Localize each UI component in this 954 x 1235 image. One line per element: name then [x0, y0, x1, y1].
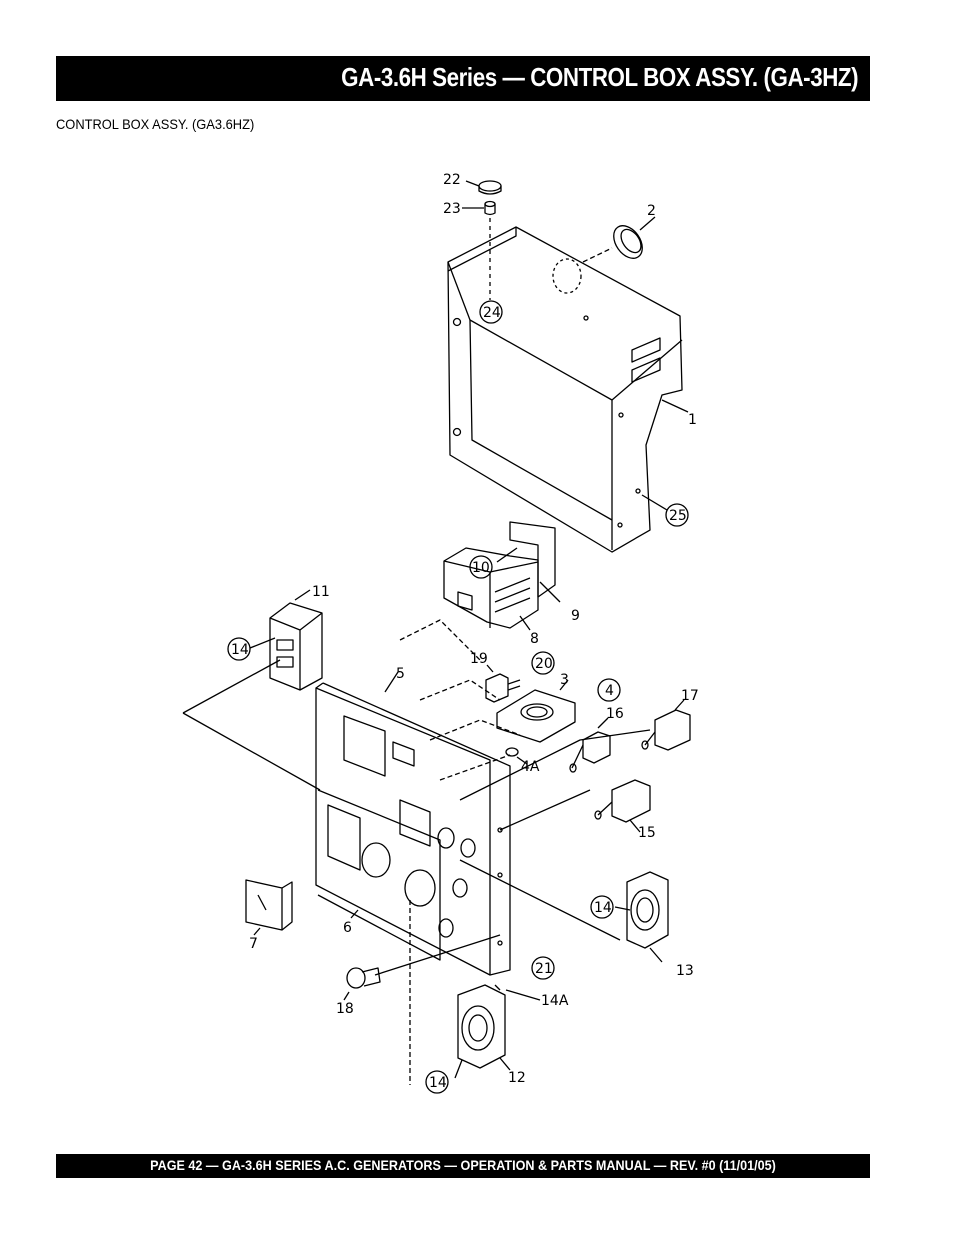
callout-25: 25	[669, 508, 687, 524]
callout-6: 6	[343, 920, 352, 936]
callout-17: 17	[681, 688, 699, 704]
callout-4a: 4A	[521, 759, 540, 775]
toggle-switch-part-15	[594, 779, 651, 833]
callout-18: 18	[336, 1001, 354, 1017]
pilot-lamp-part-18	[343, 967, 381, 1001]
callout-14-right: 14	[594, 900, 612, 916]
switch-parts-3-4-19-20	[485, 664, 576, 765]
cap-parts-22-23	[462, 180, 502, 300]
diagram-subtitle: CONTROL BOX ASSY. (GA3.6HZ)	[56, 116, 255, 132]
callout-15: 15	[638, 825, 656, 841]
footer-text: PAGE 42 — GA-3.6H SERIES A.C. GENERATORS…	[150, 1157, 776, 1173]
header-bar: GA-3.6H Series — CONTROL BOX ASSY. (GA-3…	[56, 56, 870, 101]
callout-5: 5	[396, 666, 405, 682]
callout-14-bottom: 14	[429, 1075, 447, 1091]
callout-11: 11	[312, 584, 330, 600]
callout-3: 3	[560, 672, 569, 688]
control-panel-parts-5-6	[315, 671, 511, 976]
grommet-part-2	[582, 216, 656, 263]
page-title: GA-3.6H Series — CONTROL BOX ASSY. (GA-3…	[340, 62, 858, 92]
toggle-switch-part-17	[641, 699, 691, 751]
meter-part-7	[245, 879, 293, 936]
breaker-housing-parts-8-9-10	[443, 521, 556, 629]
toggle-switch-part-16	[569, 717, 611, 773]
callout-8: 8	[530, 631, 539, 647]
receptacle-part-11	[249, 589, 323, 691]
receptacle-part-13	[614, 871, 669, 963]
callout-21: 21	[535, 961, 553, 977]
callout-4: 4	[605, 683, 614, 699]
callout-14a: 14A	[541, 993, 569, 1009]
callout-2: 2	[647, 203, 656, 219]
callout-1: 1	[688, 412, 697, 428]
callout-20: 20	[535, 656, 553, 672]
callout-7: 7	[249, 936, 258, 952]
callout-16: 16	[606, 706, 624, 722]
receptacle-part-12	[454, 984, 541, 1079]
control-box-housing	[447, 226, 683, 553]
callout-22: 22	[443, 172, 461, 188]
callout-10: 10	[472, 560, 490, 576]
callout-23: 23	[443, 201, 461, 217]
callout-13: 13	[676, 963, 694, 979]
callout-14-left: 14	[231, 642, 249, 658]
callout-9: 9	[571, 608, 580, 624]
callout-12: 12	[508, 1070, 526, 1086]
callout-24: 24	[483, 305, 501, 321]
footer-bar: PAGE 42 — GA-3.6H SERIES A.C. GENERATORS…	[56, 1154, 870, 1178]
callout-19: 19	[470, 651, 488, 667]
